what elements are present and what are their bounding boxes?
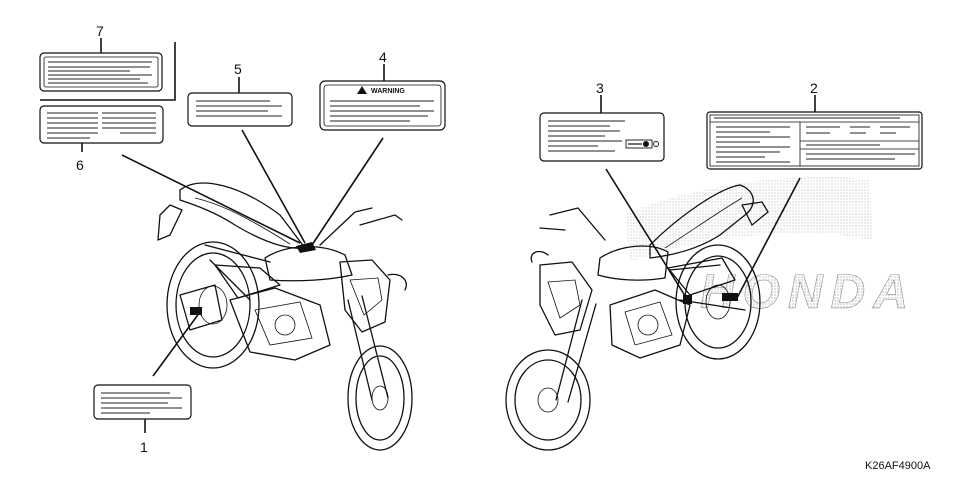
callout-7: 7 xyxy=(96,23,104,39)
label-3-sticker[interactable] xyxy=(539,112,665,162)
callout-6: 6 xyxy=(76,157,84,173)
label-4-leader xyxy=(311,137,384,246)
honda-watermark-text: HONDA xyxy=(700,266,916,319)
label-4-warning-sticker[interactable]: WARNING xyxy=(319,80,446,131)
warning-label-text: WARNING xyxy=(371,88,405,95)
label-2-position-mark xyxy=(722,293,738,301)
diagram-code: K26AF4900A xyxy=(865,460,931,472)
label-2-leader xyxy=(736,177,801,299)
label-3-leader xyxy=(605,168,688,300)
callout-4: 4 xyxy=(379,49,387,65)
label-5-leader xyxy=(241,129,306,244)
motorcycle-right-view xyxy=(505,184,769,451)
callout-3: 3 xyxy=(596,80,604,96)
callout-5: 5 xyxy=(234,61,242,77)
key-icon xyxy=(625,139,659,149)
label-1-position-mark xyxy=(190,307,202,315)
label-6-leader xyxy=(121,154,301,244)
label-3-position-mark xyxy=(683,295,692,304)
label-7-sticker[interactable] xyxy=(39,52,163,92)
label-5-sticker[interactable] xyxy=(187,92,293,127)
warning-triangle-icon xyxy=(357,86,367,94)
label-4-5-6-position-mark xyxy=(296,242,316,253)
label-2-sticker[interactable] xyxy=(706,111,923,170)
label-1-sticker[interactable] xyxy=(93,384,192,420)
callout-2: 2 xyxy=(810,80,818,96)
honda-watermark: HONDA xyxy=(625,176,916,319)
callout-1: 1 xyxy=(140,439,148,455)
motorcycle-left-view xyxy=(157,182,413,451)
divider-bracket xyxy=(40,42,176,101)
label-6-sticker[interactable] xyxy=(39,105,164,144)
